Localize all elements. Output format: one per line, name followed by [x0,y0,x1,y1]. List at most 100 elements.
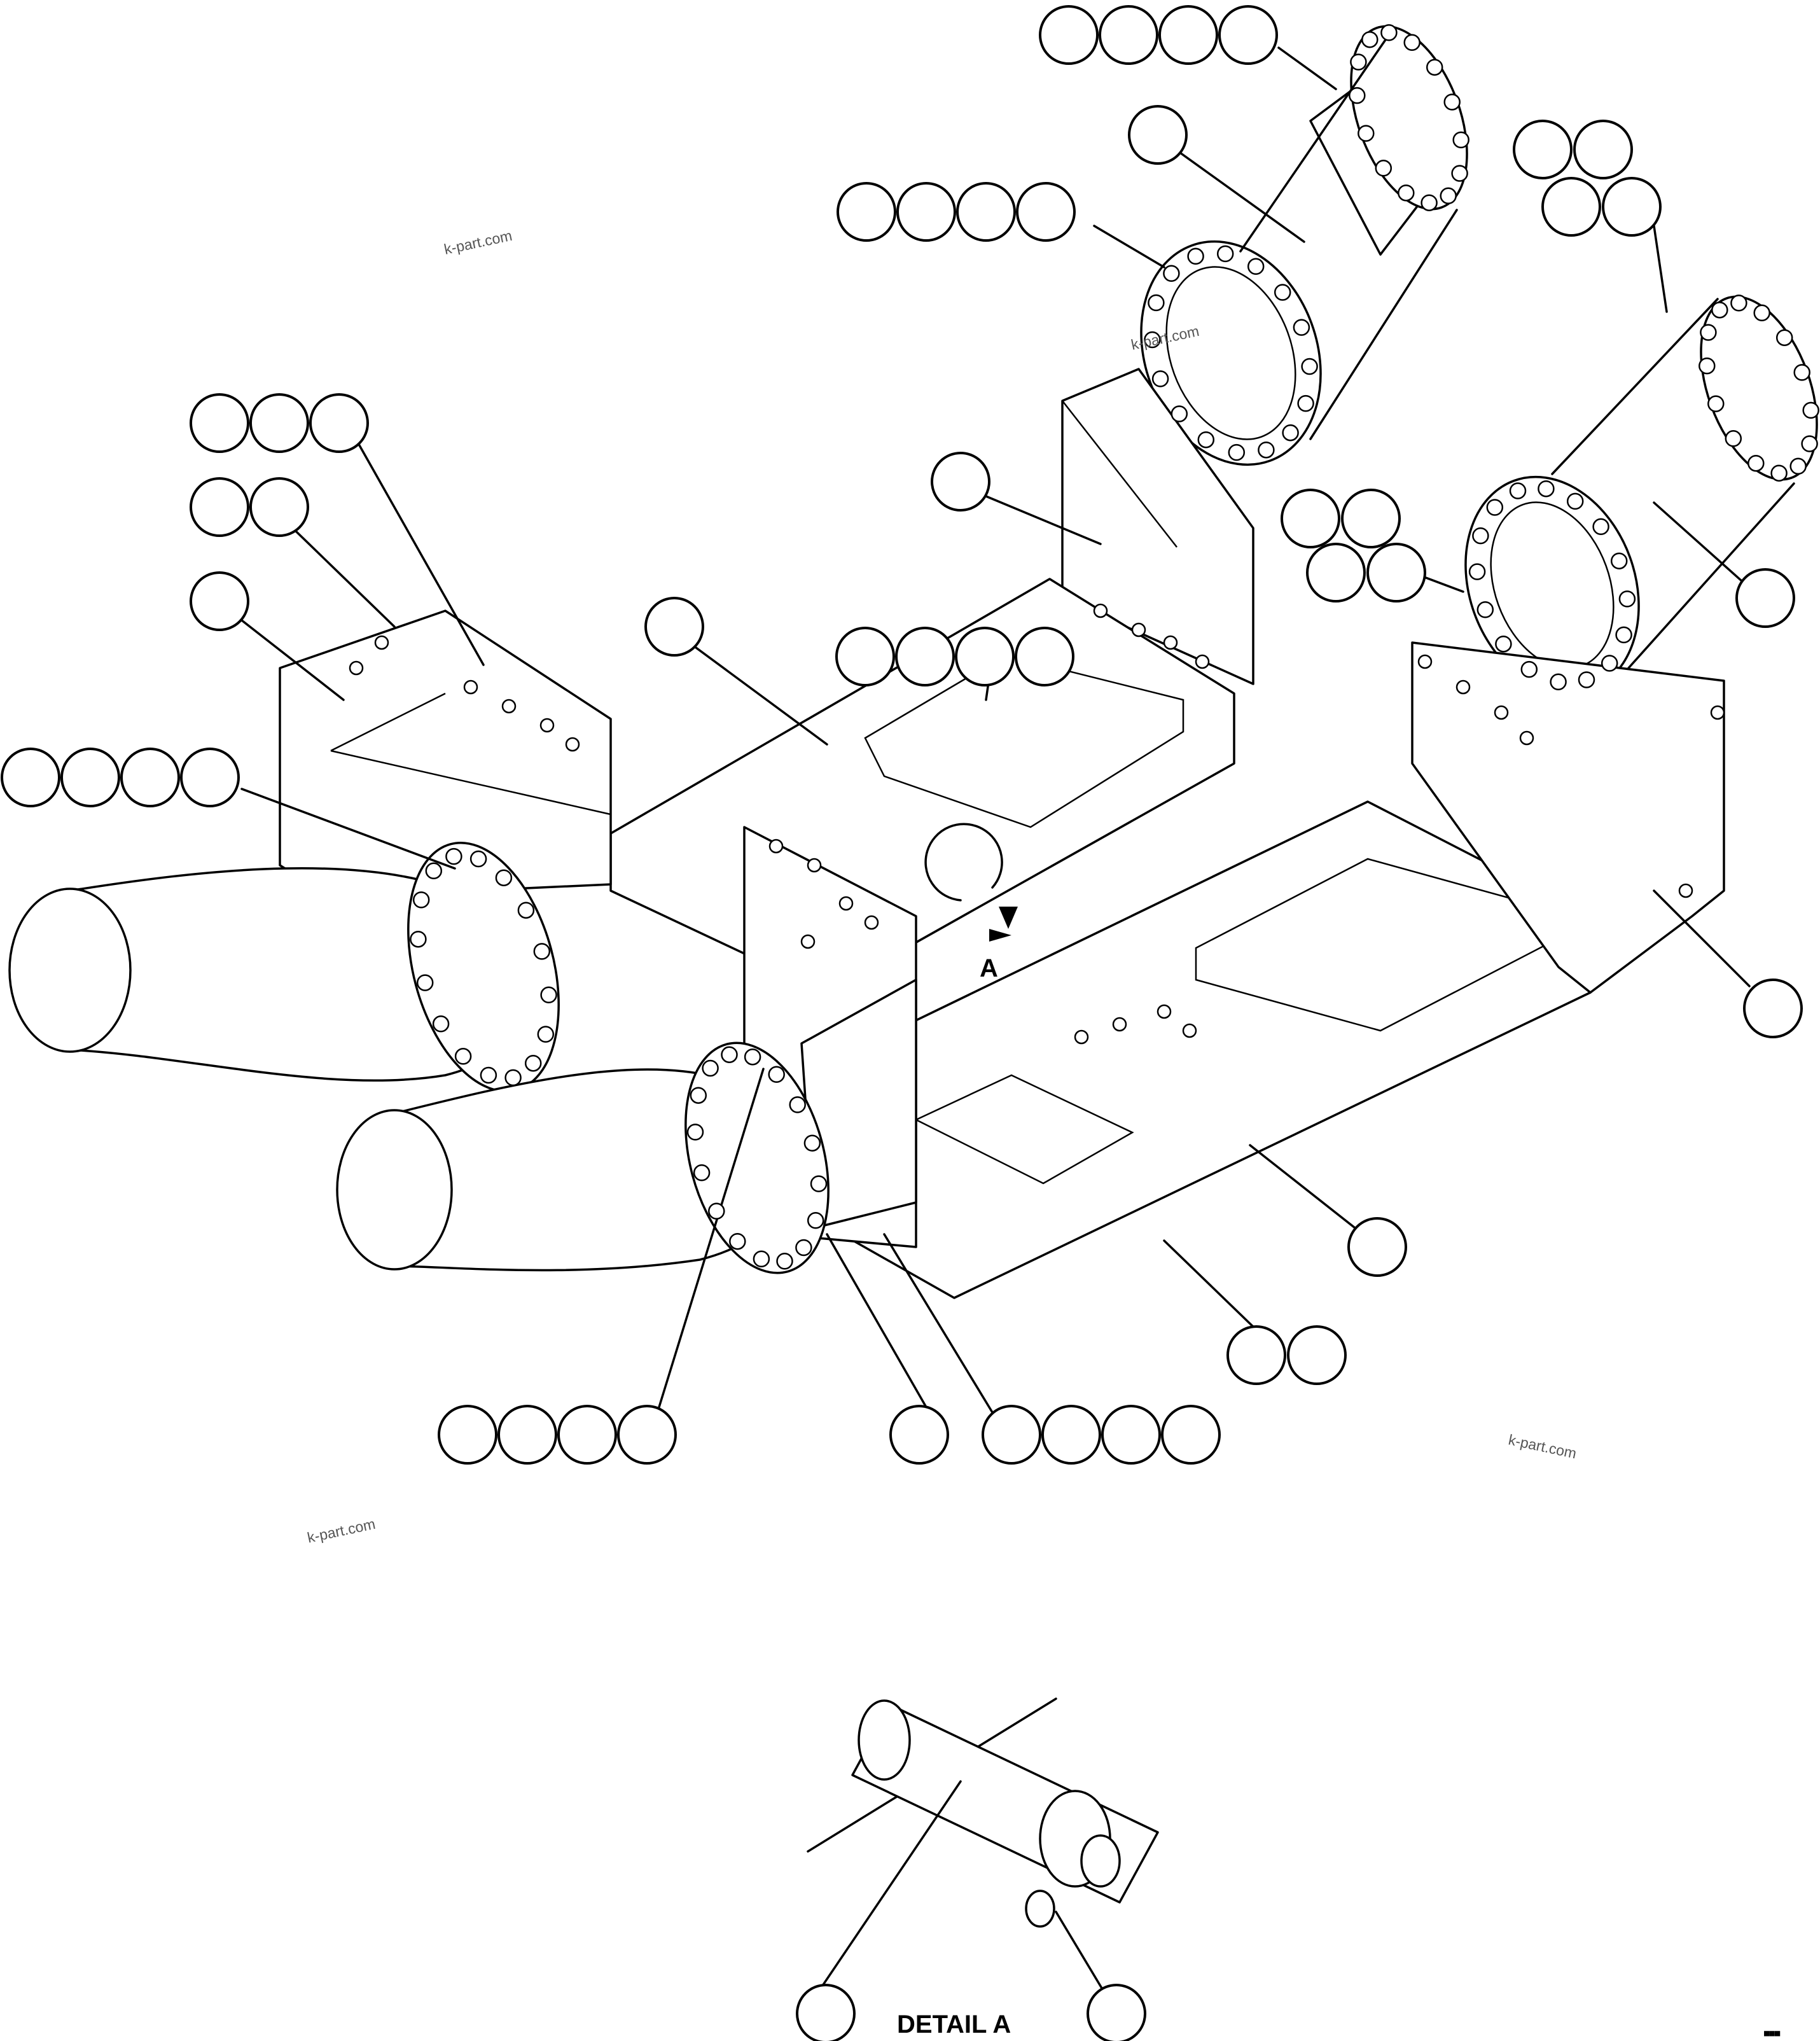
corner-code: ■■■ [1764,2028,1781,2038]
callout-bubble [835,627,895,686]
frame-bolt [838,896,854,911]
callout-bubble [1161,1405,1221,1465]
flange-bolt [1538,480,1555,498]
leader-line [1653,501,1744,583]
callout-bubble [309,393,369,453]
flange-bolt [807,1212,824,1229]
callout-bubble [955,627,1015,686]
flange-bolt [1495,635,1512,653]
flange-bolt [504,1069,522,1087]
leader-line [1179,151,1305,243]
flange-bolt [1468,563,1486,580]
detail-caption: DETAIL A [897,2010,1011,2038]
frame-bolt [768,839,784,854]
flange-bolt [517,902,535,919]
flange-bolt [1707,395,1725,412]
flange-bolt [803,1134,821,1152]
leader-lines [240,46,1751,2009]
callout-bubble [1602,177,1662,237]
flange-bolt [1398,184,1415,202]
flange-bolt [1451,165,1468,182]
flange-bolt [1486,499,1504,516]
frame-assembly [279,578,1725,1299]
callout-bubble [60,748,120,807]
frame-bolt [1494,705,1509,720]
callout-bubble [796,1984,856,2041]
flange-bolt [708,1202,725,1220]
flange-bolt [690,1087,707,1104]
flange-bolt [1151,370,1169,387]
flange-bolt [480,1066,497,1084]
callout-bubble [895,627,955,686]
flange-bolt [1698,357,1716,375]
flange-bolt [1730,295,1747,312]
frame-bolt [565,737,580,752]
flange-bolt [1550,673,1567,691]
callout-bubble [896,182,956,242]
callout-bubble [889,1405,949,1465]
flange-bolt [410,930,427,948]
callout-bubble [1341,489,1401,548]
callout-bubble [1087,1984,1146,2041]
flange-bolt [1216,245,1234,263]
callout-bubble [956,182,1016,242]
flange-bolt [1802,401,1819,419]
flange-bolt [1610,552,1628,569]
flange-bolt [1228,443,1246,461]
callout-bubble [1128,105,1188,165]
flange-bolt [1148,294,1165,312]
callout-bubble [1366,543,1426,603]
callout-bubble [1016,182,1076,242]
flange-bolt [1187,247,1204,265]
flange-bolt [1440,187,1457,205]
frame-bolt [374,635,389,650]
watermark: k-part.com [306,1515,377,1546]
frame-bolt [800,934,816,949]
callout-bubble [1347,1217,1407,1277]
callout-bubble [1041,1405,1101,1465]
flange-bolt [1358,125,1375,142]
leader-line [1653,889,1751,987]
callout-bubble [1226,1325,1286,1385]
flange-bolt [1274,284,1291,301]
callout-bubble [1541,177,1601,237]
flange-bolt [1197,431,1215,449]
frame-bolt [1131,622,1146,637]
flange-bolt [1700,324,1717,341]
flange-bolt [1293,319,1310,336]
callout-bubble [180,748,240,807]
callout-bubble [1039,5,1099,65]
leader-line [807,1780,962,2009]
frame-bolt [1157,1004,1172,1019]
leader-line [985,495,1102,545]
flange-bolt [1472,527,1489,545]
frame-bolt [463,679,478,695]
callout-bubble [931,452,990,512]
flange-bolt [1770,464,1788,482]
callout-bubble [617,1405,677,1465]
flange-bolt [1170,405,1188,422]
flange-bolt [537,1026,555,1043]
callout-bubble [1218,5,1278,65]
leader-line [1653,225,1668,313]
flange-bolt [1747,454,1765,472]
callout-bubble [644,597,704,657]
leader-line [291,527,396,628]
frame-bolt [1163,635,1178,650]
callout-bubble [1513,120,1573,179]
frame-bolt [1710,705,1725,720]
flange-bolt [1789,457,1807,475]
flange-bolt [412,891,430,909]
flange-bolt [1578,671,1595,688]
flange-bolt [1452,131,1469,149]
flange-bolt [1476,601,1494,618]
flange-bolt [1775,329,1793,346]
leader-line [240,788,456,870]
callout-bubble [1573,120,1633,179]
flange-bolt [1350,53,1367,71]
flange-bolt [1258,441,1275,459]
flange-bolt [721,1046,738,1063]
flange-bolt [1301,358,1318,375]
flange-bolt [1443,94,1461,111]
flange-bolt [768,1066,785,1083]
